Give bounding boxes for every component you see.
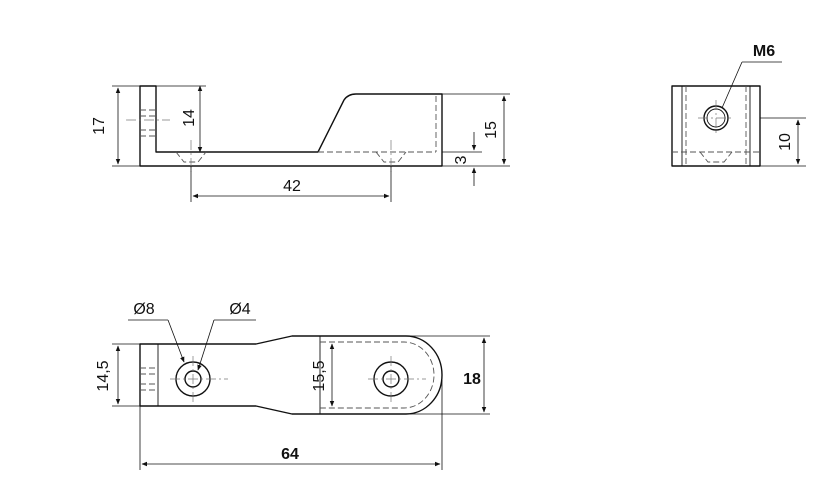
end-view-outline	[671, 85, 761, 167]
dim-label-18: 18	[463, 371, 481, 388]
top-view: Ø8 Ø4 14,5 15,5 18 64	[95, 301, 490, 470]
dim-label-15-5: 15,5	[311, 360, 328, 391]
dim-label-17: 17	[91, 117, 108, 135]
dim-label-3: 3	[453, 155, 470, 164]
dim-label-dia-4: Ø4	[229, 301, 250, 318]
dim-label-10: 10	[777, 133, 794, 151]
dim-label-14: 14	[181, 109, 198, 127]
side-view: 17 14 42 15 3	[91, 85, 510, 202]
leader-line	[167, 319, 185, 363]
hidden-u-contour	[320, 341, 435, 409]
dim-label-42: 42	[283, 178, 301, 195]
dim-label-15: 15	[483, 121, 500, 139]
leader-line	[721, 61, 743, 109]
leader-line	[197, 319, 215, 371]
countersink-hidden	[699, 151, 733, 163]
dim-label-64: 64	[281, 446, 299, 463]
end-view: M6 10	[671, 43, 806, 167]
dim-label-14-5: 14,5	[95, 360, 112, 391]
dim-label-dia-8: Ø8	[133, 301, 154, 318]
thread-label: M6	[753, 43, 775, 60]
